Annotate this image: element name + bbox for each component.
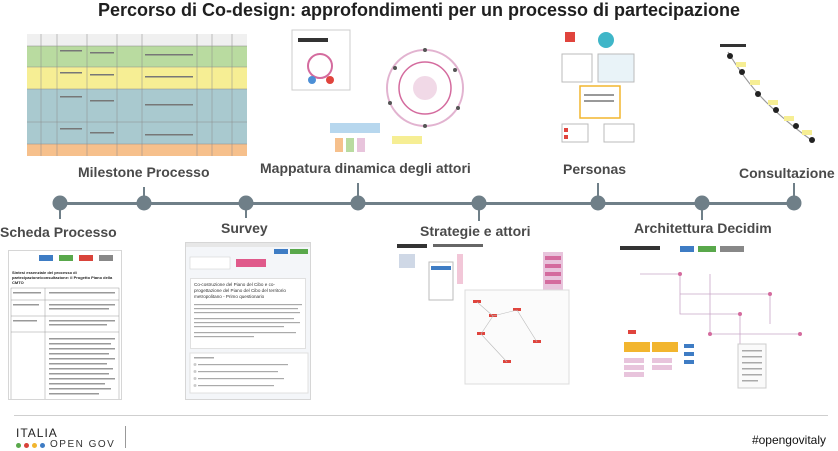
timeline-stem xyxy=(701,205,703,220)
personas-image xyxy=(561,32,635,143)
timeline-stem xyxy=(59,205,61,219)
brand-dot-yellow xyxy=(32,443,37,448)
footer-brand-italia: ITALIA xyxy=(16,426,58,440)
footer-hashtag: #opengovitaly xyxy=(751,433,826,447)
milestone-table-image xyxy=(27,34,247,156)
label-strategie-attori: Strategie e attori xyxy=(420,223,531,239)
timeline-node-scheda-processo xyxy=(52,195,68,211)
timeline-node-mappatura-attori xyxy=(350,195,366,211)
label-scheda-processo: Scheda Processo xyxy=(0,224,117,240)
consultation-thumbnail xyxy=(716,42,824,150)
page-title: Percorso di Co-design: approfondimenti p… xyxy=(97,0,741,20)
label-milestone-processo: Milestone Processo xyxy=(78,164,210,180)
timeline-node-strategie-attori xyxy=(471,195,487,211)
scheda-body-lines xyxy=(10,287,120,399)
milestone-table-thumbnail xyxy=(27,34,247,156)
brand-dot-red xyxy=(24,443,29,448)
personas-thumbnail xyxy=(560,28,642,148)
strategies-thumbnail xyxy=(393,240,573,390)
scheda-document-thumbnail: Sintesi essenziale del processo di parte… xyxy=(8,250,122,400)
label-survey: Survey xyxy=(221,220,268,236)
actor-map-image xyxy=(291,29,464,152)
decidim-architecture-image xyxy=(620,246,802,389)
label-architettura-decidim: Architettura Decidim xyxy=(634,220,772,236)
label-personas: Personas xyxy=(563,161,627,177)
timeline-node-survey xyxy=(238,195,254,211)
survey-screenshot-thumbnail: Co-costruzione del Piano del Cibo e co-p… xyxy=(185,242,311,400)
footer-brand-dots xyxy=(16,443,45,448)
consultation-image xyxy=(720,44,815,143)
brand-dot-green xyxy=(16,443,21,448)
timeline-stem xyxy=(357,183,359,202)
timeline-stem xyxy=(143,187,145,202)
decidim-architecture-thumbnail xyxy=(620,244,826,394)
timeline-node-milestone-processo xyxy=(136,195,152,211)
scheda-heading: Sintesi essenziale del processo di parte… xyxy=(12,270,113,285)
survey-body-lines xyxy=(194,304,302,338)
timeline-node-consultazione xyxy=(786,195,802,211)
timeline-stem xyxy=(478,205,480,221)
footer-brand-opengov: OPEN GOV xyxy=(50,439,116,450)
actor-map-thumbnail xyxy=(290,28,470,158)
timeline-stem xyxy=(793,183,795,202)
footer-divider xyxy=(14,415,828,416)
timeline-stem xyxy=(597,183,599,202)
timeline-axis xyxy=(59,202,794,205)
timeline-node-personas xyxy=(590,195,606,211)
footer-separator xyxy=(125,426,126,448)
strategies-image xyxy=(397,244,570,385)
timeline-node-architettura-decidim xyxy=(694,195,710,211)
brand-dot-blue xyxy=(40,443,45,448)
label-consultazione: Consultazione xyxy=(739,165,835,181)
label-mappatura-attori: Mappatura dinamica degli attori xyxy=(260,160,471,176)
survey-heading: Co-costruzione del Piano del Cibo e co-p… xyxy=(194,282,286,299)
survey-header-logos xyxy=(186,243,310,270)
scheda-logos xyxy=(39,255,113,261)
survey-sections xyxy=(189,352,309,394)
timeline-stem xyxy=(245,205,247,218)
